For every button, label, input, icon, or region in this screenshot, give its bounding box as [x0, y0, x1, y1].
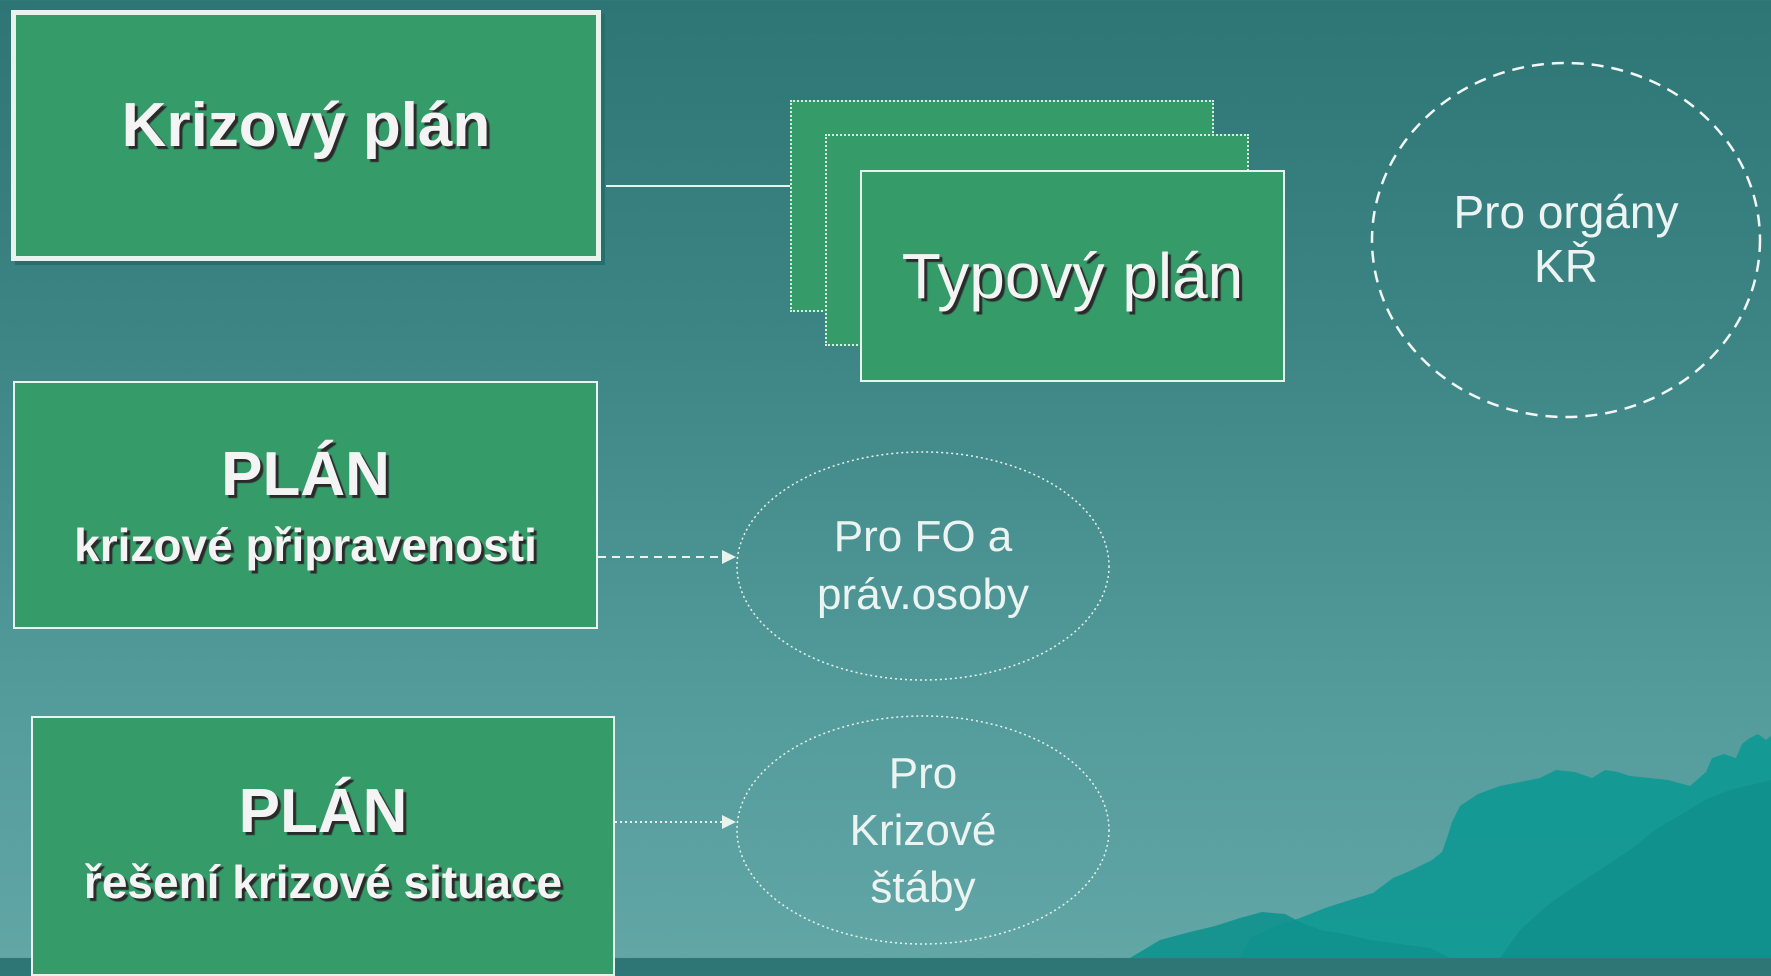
mountain-front [1130, 912, 1450, 958]
typical-plan-label: Typový plán [901, 240, 1244, 312]
fo-legal-line2: práv.osoby [817, 570, 1029, 619]
fo-legal-line1: Pro FO a [833, 512, 1013, 561]
typical-plan-box: Typový plán [860, 170, 1285, 382]
crisis-staff-line2: Krizové [849, 805, 997, 855]
kr-organs-line1: Pro orgány [1453, 186, 1679, 238]
crisis-plan-box: Krizový plán [11, 10, 601, 261]
crisis-staff-line1: Pro [888, 748, 958, 798]
solution-plan-title: PLÁN [238, 777, 408, 846]
solution-plan-subtitle: řešení krizové situace [83, 856, 563, 908]
mountain-shade [1500, 780, 1771, 958]
arrowhead-readiness [722, 550, 736, 564]
kr-organs-line2: KŘ [1534, 240, 1598, 292]
kr-organs-label: Pro orgány KŘ [1372, 62, 1760, 416]
fo-legal-label: Pro FO a práv.osoby [737, 452, 1109, 680]
crisis-staff-label: Pro Krizové štáby [737, 716, 1109, 944]
ellipse-fo-legal [736, 451, 1110, 681]
crisis-plan-title: Krizový plán [121, 91, 491, 160]
readiness-plan-subtitle: krizové připravenosti [74, 519, 537, 571]
arrowhead-solution [722, 815, 736, 829]
readiness-plan-box: PLÁN krizové připravenosti [13, 381, 598, 629]
ellipse-kr-organs [1370, 61, 1762, 419]
crisis-staff-line3: štáby [870, 862, 976, 912]
solution-plan-box: PLÁN řešení krizové situace [31, 716, 615, 976]
ellipse-crisis-staff [736, 715, 1110, 945]
readiness-plan-title: PLÁN [221, 440, 390, 509]
